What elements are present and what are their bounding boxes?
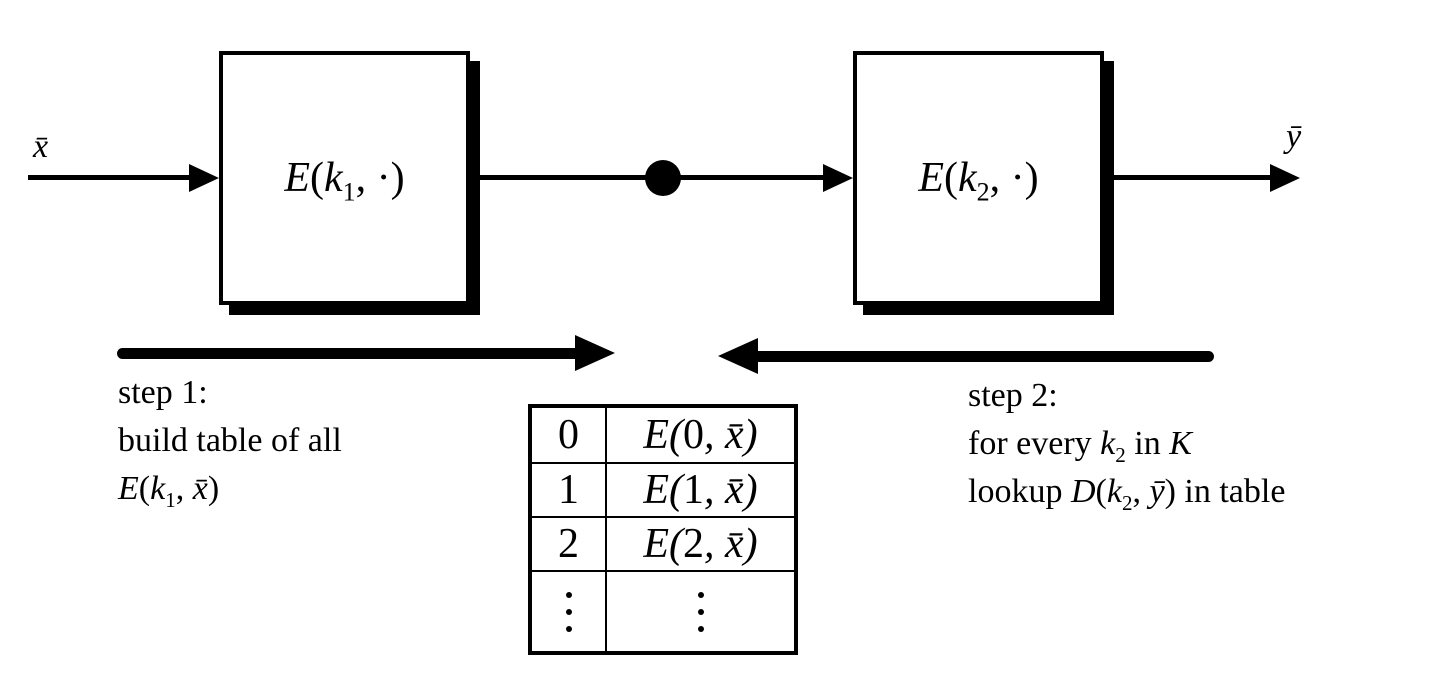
step1-line3: E(k1, x̄) bbox=[118, 465, 342, 513]
table-value-cell: E(0, x̄) bbox=[607, 408, 794, 462]
table-key-cell: 2 bbox=[532, 518, 607, 570]
encryption-box-1: E(k1, ·) bbox=[219, 51, 470, 305]
math-rest: , ·) bbox=[989, 155, 1039, 201]
table-row: 2 E(2, x̄) bbox=[532, 516, 794, 570]
math-ybar: ȳ bbox=[1149, 473, 1165, 510]
input-label-xbar: x̄ bbox=[33, 128, 49, 165]
math-E: E bbox=[284, 155, 310, 201]
encryption-box-1-label: E(k1, ·) bbox=[284, 154, 405, 205]
table-value-cell: E(1, x̄) bbox=[607, 464, 794, 516]
math-D: D bbox=[1070, 473, 1096, 510]
math-subscript: 1 bbox=[342, 177, 356, 207]
step2-arrow-shaft bbox=[754, 351, 1214, 362]
output-label-ybar: ȳ bbox=[1286, 118, 1302, 155]
math-rest: , x̄) bbox=[704, 412, 758, 458]
table-row: 0 E(0, x̄) bbox=[532, 408, 794, 462]
math-E-paren: E( bbox=[643, 467, 683, 513]
math-E-paren: E( bbox=[643, 521, 683, 567]
vertical-ellipsis-icon bbox=[697, 591, 704, 632]
middle-arrowhead-icon bbox=[823, 164, 853, 192]
math-subscript: 2 bbox=[1121, 490, 1133, 515]
math-rest: , x̄) bbox=[704, 467, 758, 513]
math-k: k bbox=[958, 155, 977, 201]
math-comma: , bbox=[175, 470, 193, 507]
step2-line1: step 2: bbox=[968, 377, 1058, 414]
table-value-cell: E(2, x̄) bbox=[607, 518, 794, 570]
math-rest: , x̄) bbox=[704, 521, 758, 567]
text-for-every: for every bbox=[968, 425, 1101, 462]
output-arrowhead-icon bbox=[1270, 164, 1300, 192]
math-paren: ( bbox=[310, 155, 324, 201]
math-num: 1 bbox=[683, 467, 704, 513]
text-in: in bbox=[1125, 425, 1170, 462]
math-subscript: 1 bbox=[165, 487, 176, 512]
step2-line3: lookup D(k2, ȳ) in table bbox=[968, 468, 1285, 516]
step1-text: step 1: build table of all E(k1, x̄) bbox=[118, 369, 342, 513]
table-value-cell bbox=[607, 572, 794, 651]
vertical-ellipsis-icon bbox=[565, 591, 572, 632]
math-E-paren: E( bbox=[643, 412, 683, 458]
math-subscript: 2 bbox=[1115, 442, 1126, 467]
input-arrowhead-icon bbox=[189, 164, 219, 192]
math-subscript: 2 bbox=[976, 177, 990, 207]
input-wire bbox=[28, 175, 196, 180]
step1-line1: step 1: bbox=[118, 374, 208, 411]
junction-dot bbox=[645, 160, 681, 196]
output-wire bbox=[1107, 175, 1275, 180]
table-key-cell: 1 bbox=[532, 464, 607, 516]
step2-line2: for every k2 in K bbox=[968, 420, 1285, 468]
lookup-table: 0 E(0, x̄) 1 E(1, x̄) 2 E(2, x̄) bbox=[528, 404, 798, 655]
step2-text: step 2: for every k2 in K lookup D(k2, ȳ… bbox=[968, 372, 1285, 516]
math-k: k bbox=[324, 155, 343, 201]
math-k: k bbox=[1106, 473, 1122, 510]
step1-arrowhead-icon bbox=[575, 335, 615, 371]
text-lookup: lookup bbox=[968, 473, 1071, 510]
step1-line2: build table of all bbox=[118, 422, 342, 459]
math-k: k bbox=[1100, 425, 1116, 462]
table-row: 1 E(1, x̄) bbox=[532, 462, 794, 516]
table-key-cell bbox=[532, 572, 607, 651]
math-num: 2 bbox=[683, 521, 704, 567]
math-paren: ( bbox=[944, 155, 958, 201]
step1-arrow-shaft bbox=[117, 348, 579, 359]
text-in-table: ) in table bbox=[1164, 473, 1286, 510]
math-xbar: x̄ bbox=[192, 470, 208, 507]
math-paren: ) bbox=[207, 470, 220, 507]
math-k: k bbox=[150, 470, 166, 507]
encryption-box-2: E(k2, ·) bbox=[853, 51, 1104, 305]
math-paren: ( bbox=[138, 470, 151, 507]
table-row-ellipsis bbox=[532, 570, 794, 651]
step2-arrowhead-icon bbox=[718, 338, 758, 374]
math-paren: ( bbox=[1095, 473, 1107, 510]
table-key-cell: 0 bbox=[532, 408, 607, 462]
math-keyspace-K: K bbox=[1169, 425, 1192, 462]
math-E: E bbox=[118, 470, 139, 507]
math-num: 0 bbox=[683, 412, 704, 458]
math-rest: , ·) bbox=[355, 155, 405, 201]
encryption-box-2-label: E(k2, ·) bbox=[918, 154, 1039, 205]
math-comma: , bbox=[1132, 473, 1150, 510]
math-E: E bbox=[918, 155, 944, 201]
